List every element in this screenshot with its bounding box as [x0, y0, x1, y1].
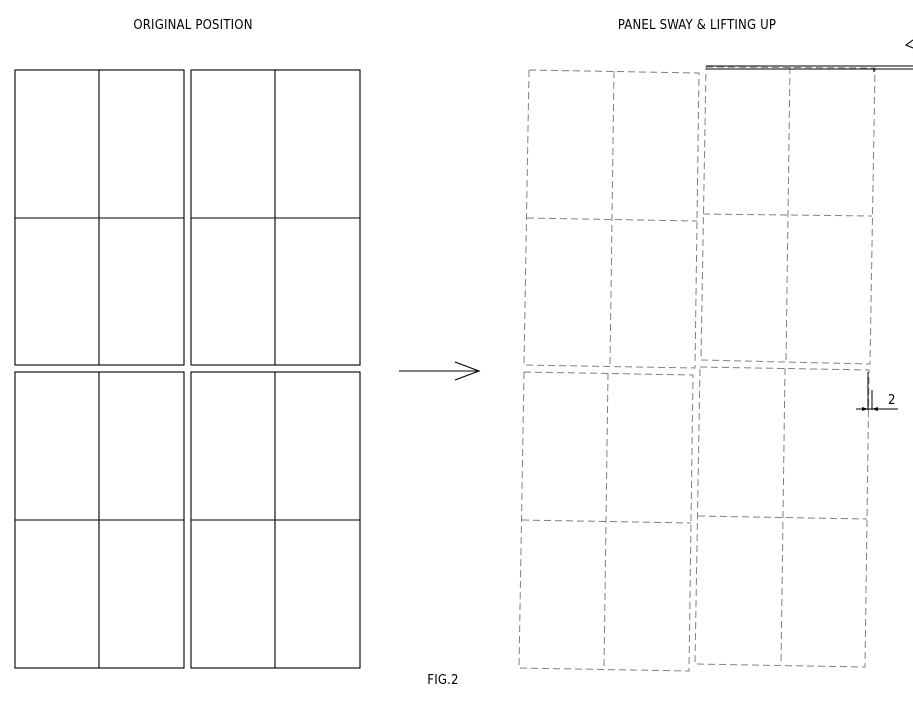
original-panels [14, 69, 361, 669]
swayed-panel-bottom-right [694, 366, 870, 668]
original-panel-bottom-right [190, 371, 361, 669]
swayed-panel-top-right [700, 66, 876, 365]
swayed-panels [518, 66, 876, 672]
dimension-value: 2 [888, 393, 896, 408]
swayed-panel-top-left [523, 69, 700, 369]
original-position-title: ORIGINAL POSITION [133, 18, 252, 33]
original-panel-top-right [190, 69, 361, 366]
original-panel-top-left [14, 69, 185, 366]
transition-arrow [399, 361, 481, 381]
dimension-annotation: 2 [856, 372, 898, 411]
figure-caption: FIG.2 [427, 673, 458, 688]
lift-reference-line [706, 65, 913, 72]
original-panel-bottom-left [14, 371, 185, 669]
swayed-panel-bottom-left [518, 371, 694, 672]
panel-sway-title: PANEL SWAY & LIFTING UP [618, 18, 776, 33]
edge-arrow-mark [904, 39, 913, 49]
